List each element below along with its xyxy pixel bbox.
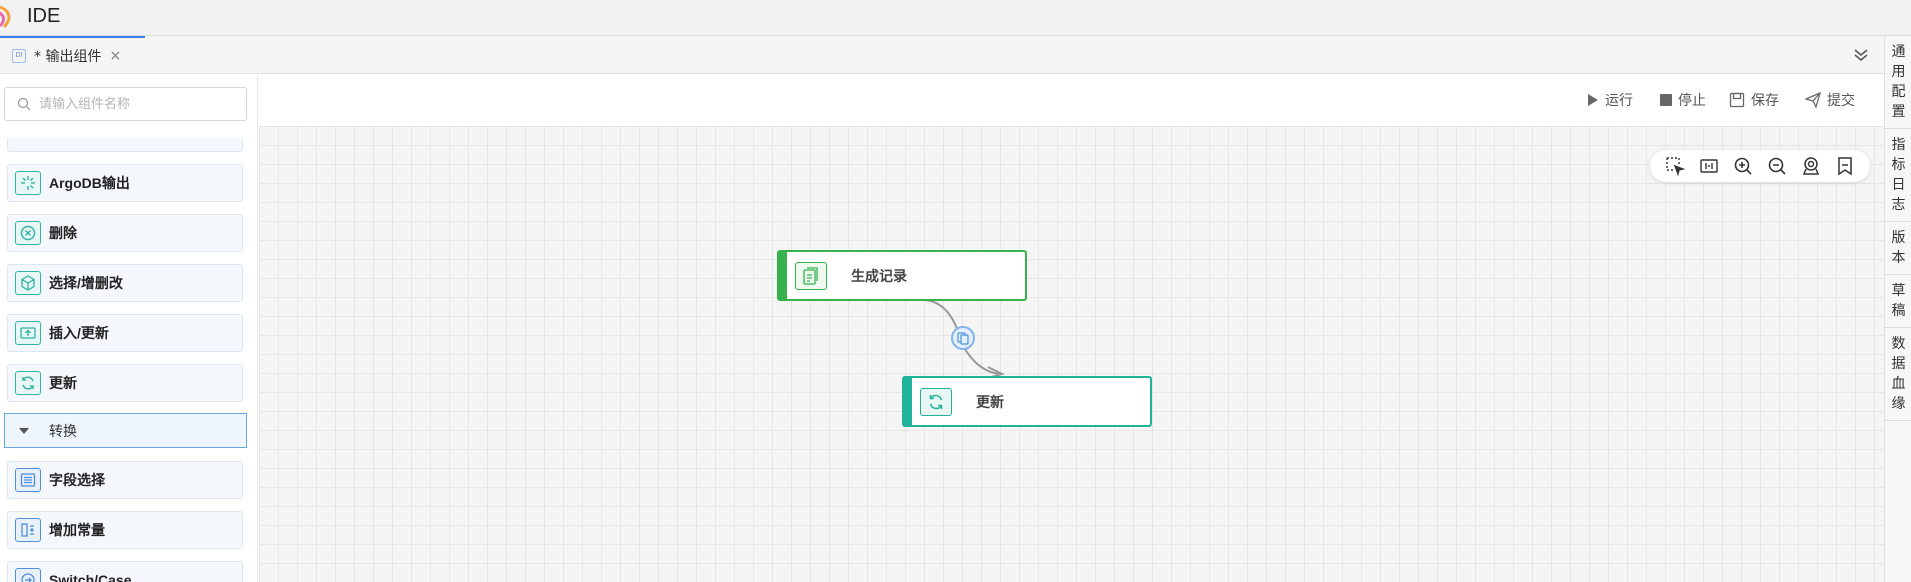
node-label: 更新: [976, 394, 1004, 411]
tab-general-config[interactable]: 通 用 配 置: [1885, 36, 1911, 129]
tab-type-badge: DI: [12, 49, 26, 63]
canvas-toolbar: [1650, 150, 1870, 182]
cube-icon: [15, 271, 41, 295]
argodb-icon: [15, 171, 41, 195]
tab-char: 版: [1891, 230, 1906, 246]
submit-button[interactable]: 提交: [1805, 90, 1855, 110]
tab-char: 志: [1891, 197, 1906, 213]
tab-version[interactable]: 版 本: [1885, 222, 1911, 275]
app-logo-icon: [0, 5, 11, 29]
group-label: 转换: [49, 423, 77, 440]
component-label: 删除: [49, 225, 77, 241]
list-item-partial[interactable]: [7, 138, 243, 152]
run-label: 运行: [1605, 93, 1633, 109]
tab-char: 标: [1891, 157, 1906, 173]
component-item-delete[interactable]: 删除: [7, 214, 243, 252]
close-icon[interactable]: ×: [109, 48, 122, 64]
tab-draft[interactable]: 草 稿: [1885, 275, 1911, 328]
stop-button[interactable]: 停止: [1660, 90, 1706, 110]
group-header-transform[interactable]: 转换: [4, 413, 247, 448]
caret-down-icon: [19, 427, 29, 434]
component-item-update[interactable]: 更新: [7, 364, 243, 402]
tab-data-lineage[interactable]: 数 据 血 缘: [1885, 328, 1911, 421]
component-label: 增加常量: [49, 522, 105, 538]
send-icon: [1805, 92, 1821, 108]
box-select-icon[interactable]: [1663, 154, 1687, 178]
search-input[interactable]: [39, 96, 229, 112]
right-side-panel: 通 用 配 置 指 标 日 志 版 本 草 稿 数 据 血 缘: [1884, 36, 1911, 582]
flow-canvas[interactable]: [259, 126, 1884, 582]
fit-view-icon[interactable]: [1697, 154, 1721, 178]
save-button[interactable]: 保存: [1729, 90, 1779, 110]
tab-char: 日: [1891, 177, 1906, 193]
editor-tab-bar: DI * 输出组件 ×: [0, 36, 1884, 74]
play-icon: [1588, 94, 1598, 106]
tab-char: 本: [1891, 250, 1906, 266]
stop-label: 停止: [1678, 93, 1706, 109]
delete-circle-icon: [15, 221, 41, 245]
node-label: 生成记录: [851, 268, 907, 285]
tab-label: * 输出组件: [34, 49, 102, 65]
switch-case-icon: [15, 568, 41, 582]
component-panel: ArgoDB输出 删除 选择/增删改 插入/更新 更新 转换 字段选择: [0, 74, 258, 582]
run-button[interactable]: 运行: [1587, 90, 1633, 110]
records-icon: [795, 261, 827, 290]
tab-char: 通: [1891, 44, 1906, 60]
component-label: 插入/更新: [49, 325, 109, 341]
add-constant-icon: [15, 518, 41, 542]
flow-node-update[interactable]: 更新: [902, 376, 1152, 427]
tab-char: 置: [1891, 104, 1906, 120]
chevron-double-down-icon[interactable]: [1850, 44, 1872, 66]
zoom-out-icon[interactable]: [1765, 154, 1789, 178]
tab-char: 用: [1891, 64, 1906, 80]
locate-icon[interactable]: [1799, 154, 1823, 178]
tab-char: 指: [1891, 137, 1906, 153]
tab-char: 数: [1891, 336, 1906, 352]
save-icon: [1729, 92, 1745, 108]
flow-node-generate-records[interactable]: 生成记录: [777, 250, 1027, 301]
tab-output-component[interactable]: DI * 输出组件 ×: [0, 36, 145, 74]
component-label: ArgoDB输出: [49, 175, 130, 191]
save-label: 保存: [1751, 93, 1779, 109]
zoom-in-icon[interactable]: [1731, 154, 1755, 178]
component-label: 字段选择: [49, 472, 105, 488]
tab-char: 据: [1891, 356, 1906, 372]
submit-label: 提交: [1827, 93, 1855, 109]
component-label: Switch/Case: [49, 572, 132, 582]
tab-char: 血: [1891, 376, 1906, 392]
tab-char: 配: [1891, 84, 1906, 100]
minimap-icon[interactable]: [1833, 154, 1857, 178]
component-item-argodb-output[interactable]: ArgoDB输出: [7, 164, 243, 202]
component-label: 选择/增删改: [49, 275, 123, 291]
tab-char: 缘: [1891, 396, 1906, 412]
component-item-switch-case[interactable]: Switch/Case: [7, 561, 243, 582]
search-icon: [17, 97, 31, 111]
stop-icon: [1660, 94, 1672, 106]
tab-char: 草: [1891, 283, 1906, 299]
title-bar: IDE: [0, 0, 1911, 36]
component-label: 更新: [49, 375, 77, 391]
component-item-field-select[interactable]: 字段选择: [7, 461, 243, 499]
component-item-insert-update[interactable]: 插入/更新: [7, 314, 243, 352]
insert-update-icon: [15, 321, 41, 345]
refresh-icon: [15, 371, 41, 395]
tab-char: 稿: [1891, 303, 1906, 319]
refresh-icon: [920, 387, 952, 416]
field-select-icon: [15, 468, 41, 492]
editor-toolbar: 运行 停止 保存 提交: [259, 74, 1884, 126]
component-item-add-constant[interactable]: 增加常量: [7, 511, 243, 549]
component-search: [4, 87, 247, 121]
tab-metrics-log[interactable]: 指 标 日 志: [1885, 129, 1911, 222]
app-title: IDE: [27, 5, 61, 27]
component-item-select-crud[interactable]: 选择/增删改: [7, 264, 243, 302]
